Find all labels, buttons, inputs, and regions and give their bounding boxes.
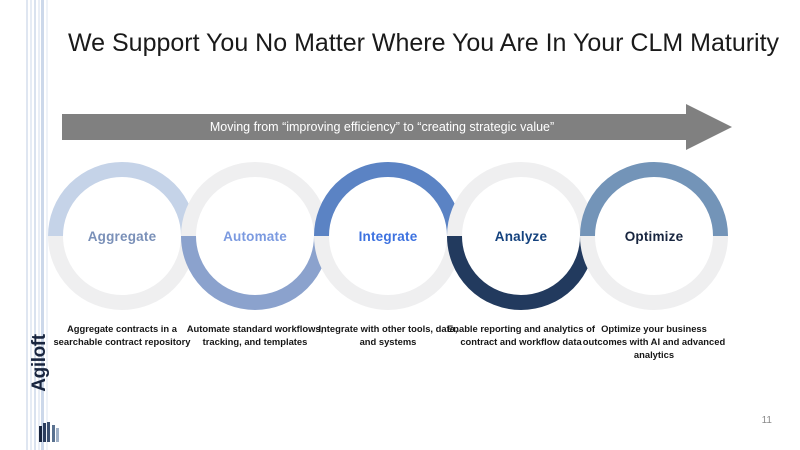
page-number: 11	[761, 415, 772, 426]
stage-node-automate: Automate	[181, 162, 329, 310]
stage-ring	[580, 162, 728, 310]
stage-ring-bottom-arc	[314, 235, 462, 310]
stage-label: Optimize	[624, 228, 684, 244]
stage-captions: Aggregate contracts in a searchable cont…	[48, 322, 764, 392]
stage-caption: Enable reporting and analytics of contra…	[447, 323, 595, 347]
stage-node-integrate: Integrate	[314, 162, 462, 310]
stage-ring	[48, 162, 196, 310]
stage-label: Analyze	[494, 228, 548, 244]
logo-mark-bar	[43, 423, 47, 442]
edge-stripe-3	[34, 0, 36, 450]
progress-arrow-banner: Moving from “improving efficiency” to “c…	[62, 104, 732, 150]
edge-stripe-6	[46, 0, 48, 450]
stage-ring-top-arc	[447, 162, 595, 237]
logo-mark-bar	[39, 426, 42, 442]
stage-ring	[181, 162, 329, 310]
stage-ring-top-arc	[580, 162, 728, 237]
stage-ring	[314, 162, 462, 310]
logo-mark-bar	[47, 422, 51, 442]
agiloft-logo: Agiloft	[18, 318, 62, 442]
edge-stripe-5	[41, 0, 44, 450]
stage-ring-bottom-arc	[447, 235, 595, 310]
stage-ring-bottom-arc	[48, 235, 196, 310]
stage-ring-top-arc	[48, 162, 196, 237]
stage-caption: Aggregate contracts in a searchable cont…	[53, 323, 191, 347]
stage-label: Integrate	[358, 228, 418, 244]
stage-node-analyze: Analyze	[447, 162, 595, 310]
agiloft-logo-mark	[39, 422, 61, 442]
stage-caption: Optimize your business outcomes with AI …	[582, 323, 726, 360]
stage-ring	[447, 162, 595, 310]
stage-ring-top-arc	[181, 162, 329, 237]
agiloft-wordmark: Agiloft	[29, 334, 50, 392]
stage-caption: Automate standard workflows, tracking, a…	[186, 323, 324, 347]
stage-node-aggregate: Aggregate	[48, 162, 196, 310]
page-title: We Support You No Matter Where You Are I…	[68, 29, 780, 57]
stage-ring-bottom-arc	[580, 235, 728, 310]
stage-label: Aggregate	[87, 228, 157, 244]
edge-stripe-1	[26, 0, 28, 450]
stage-node-optimize: Optimize	[580, 162, 728, 310]
stage-caption: Integrate with other tools, data, and sy…	[318, 323, 458, 347]
stage-label: Automate	[223, 228, 287, 244]
logo-mark-bar	[51, 425, 55, 442]
left-edge-stripes	[0, 0, 48, 450]
edge-stripe-4	[38, 0, 40, 450]
arrow-label: Moving from “improving efficiency” to “c…	[209, 120, 555, 134]
edge-stripe-2	[30, 0, 32, 450]
arrow-shape	[62, 104, 732, 150]
logo-mark-bar	[55, 428, 59, 442]
maturity-stage-chain: Aggregate Automate Integrate Analyze Optimiz…	[48, 162, 758, 312]
stage-ring-bottom-arc	[181, 235, 329, 310]
stage-ring-top-arc	[314, 162, 462, 237]
